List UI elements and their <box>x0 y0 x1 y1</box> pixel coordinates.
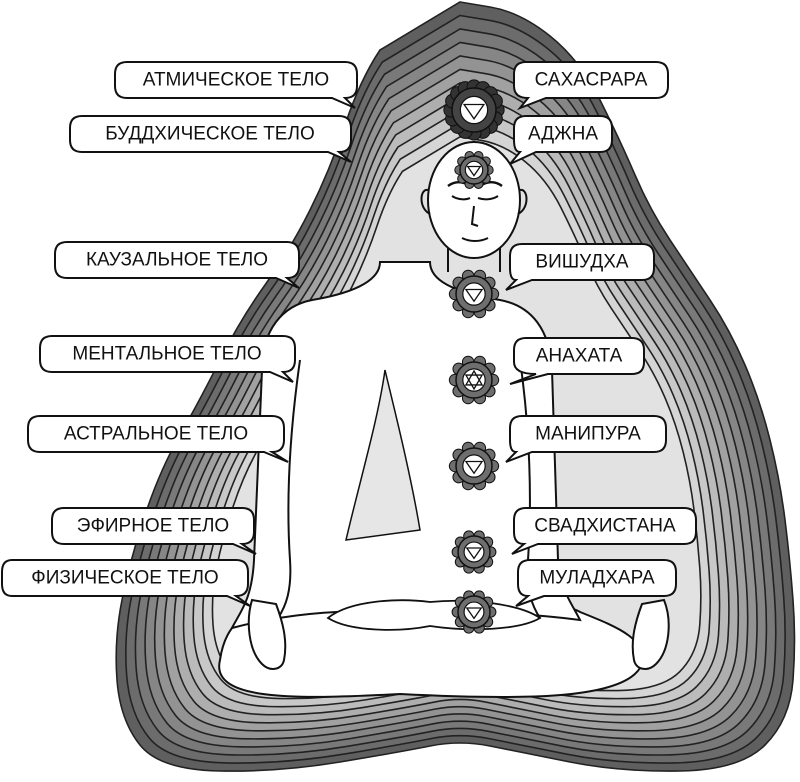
label-text: БУДДХИЧЕСКОЕ ТЕЛО <box>105 124 314 145</box>
label-buddhic-body: БУДДХИЧЕСКОЕ ТЕЛО <box>70 116 351 162</box>
label-text: КАУЗАЛЬНОЕ ТЕЛО <box>86 250 268 271</box>
manipura-symbol <box>449 442 498 489</box>
label-text: МУЛАДХАРА <box>539 568 655 589</box>
anahata-symbol <box>449 356 498 403</box>
ajna-symbol <box>455 152 493 189</box>
label-causal-body: КАУЗАЛЬНОЕ ТЕЛО <box>55 242 299 288</box>
label-text: ФИЗИЧЕСКОЕ ТЕЛО <box>31 568 218 589</box>
label-text: МЕНТАЛЬНОЕ ТЕЛО <box>72 344 261 365</box>
sahasrara-symbol <box>444 80 504 140</box>
label-text: АДЖНА <box>528 124 598 145</box>
svadhisthana-symbol <box>452 531 496 573</box>
label-text: АНАХАТА <box>536 346 623 367</box>
vishuddha-symbol <box>449 270 498 317</box>
label-atmic-body: АТМИЧЕСКОЕ ТЕЛО <box>115 62 357 108</box>
label-text: АСТРАЛЬНОЕ ТЕЛО <box>64 424 248 445</box>
muladhara-symbol <box>452 591 496 633</box>
label-text: ВИШУДХА <box>535 252 628 273</box>
label-text: ЭФИРНОЕ ТЕЛО <box>77 516 229 537</box>
label-text: СВАДХИСТАНА <box>534 516 676 537</box>
label-text: АТМИЧЕСКОЕ ТЕЛО <box>143 70 329 91</box>
label-text: САХАСРАРА <box>535 70 648 91</box>
label-text: МАНИПУРА <box>535 424 641 445</box>
